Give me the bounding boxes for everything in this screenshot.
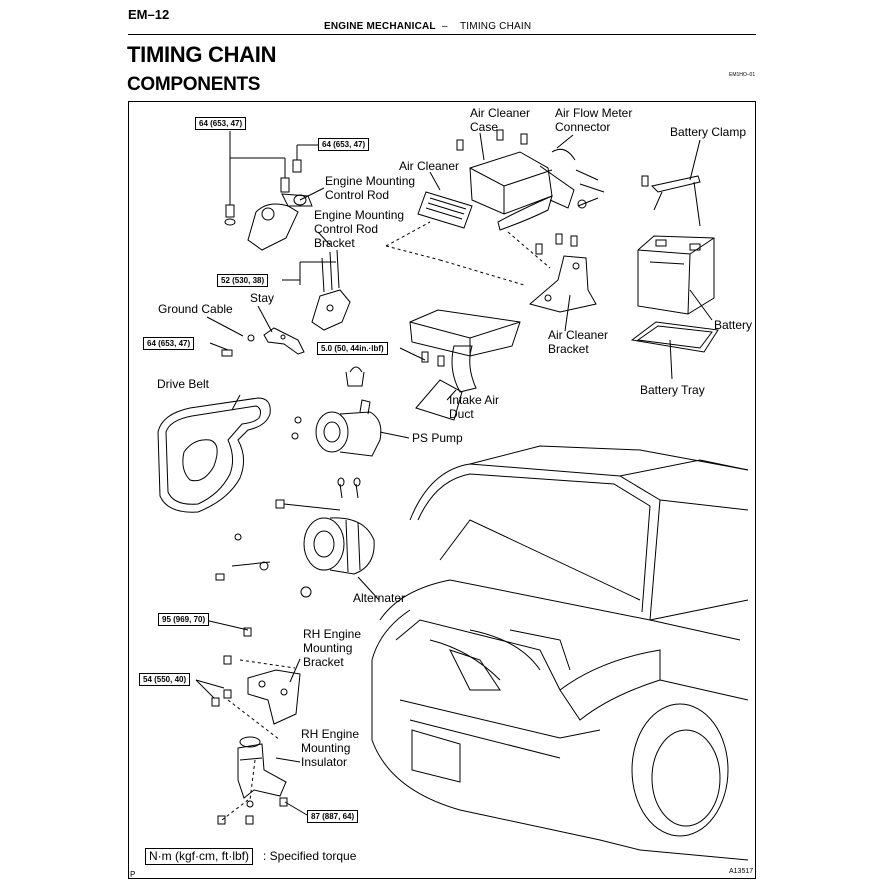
torque-spec: 95 (969, 70) — [158, 613, 210, 626]
torque-spec: 52 (530, 38) — [217, 274, 269, 287]
air-cleaner-drawing — [417, 191, 473, 229]
label-stay: Stay — [250, 291, 275, 305]
torque-spec: 64 (653, 47) — [195, 117, 247, 130]
label-rh-engine-mounting-insulator: RH Engine Mounting Insulator — [301, 727, 360, 769]
label-engine-mounting-control-rod: Engine Mounting Control Rod — [325, 174, 416, 202]
label-rh-engine-mounting-bracket: RH Engine Mounting Bracket — [303, 627, 362, 669]
label-engine-mounting-control-rod-bracket: Engine Mounting Control Rod Bracket — [314, 208, 405, 250]
reference-code: EM1HO–01 — [729, 72, 756, 78]
label-air-flow-meter-connector: Air Flow Meter Connector — [555, 106, 633, 134]
battery-tray-drawing — [630, 321, 719, 353]
rh-engine-mounting-insulator-drawing — [217, 736, 288, 825]
label-battery: Battery — [714, 318, 753, 332]
label-air-cleaner-case: Air Cleaner Case — [470, 106, 531, 134]
intake-air-duct-drawing — [409, 309, 521, 421]
figure-id: A13517 — [729, 868, 754, 875]
control-rod-bracket-drawing — [311, 249, 351, 331]
label-drive-belt: Drive Belt — [157, 377, 210, 391]
air-cleaner-case-drawing — [456, 129, 605, 231]
torque-spec: 64 (653, 47) — [318, 138, 370, 151]
torque-spec: 87 (887, 64) — [307, 810, 359, 823]
label-alternater: Alternater — [353, 591, 406, 605]
air-cleaner-bracket-drawing — [528, 233, 597, 313]
assembly-dashed-lines — [221, 221, 551, 821]
torque-spec: 54 (550, 40) — [139, 673, 191, 686]
drive-belt-drawing — [157, 397, 271, 513]
torque-spec: 5.0 (50, 44in.·lbf) — [317, 342, 388, 355]
legend-description: : Specified torque — [263, 849, 357, 863]
page-subtitle: COMPONENTS — [127, 74, 261, 95]
label-air-cleaner: Air Cleaner — [399, 159, 460, 173]
header-subsection: TIMING CHAIN — [460, 21, 532, 32]
torque-leaders — [195, 131, 426, 816]
page-title: TIMING CHAIN — [127, 42, 277, 67]
connector-drawing — [345, 366, 365, 387]
stay-drawing — [221, 327, 305, 357]
header-rule — [128, 34, 756, 35]
label-leaders — [206, 132, 713, 763]
battery-clamp-drawing — [641, 175, 701, 227]
label-ground-cable: Ground Cable — [158, 302, 233, 316]
label-ps-pump: PS Pump — [412, 431, 463, 445]
label-air-cleaner-bracket: Air Cleaner Bracket — [548, 328, 609, 356]
battery-drawing — [637, 235, 715, 315]
label-intake-air-duct: Intake Air Duct — [449, 393, 500, 421]
alternator-drawing — [215, 477, 375, 598]
header-section: ENGINE MECHANICAL — [324, 21, 436, 32]
corner-mark: P — [130, 870, 136, 879]
rh-engine-mounting-bracket-drawing — [211, 627, 301, 725]
label-battery-clamp: Battery Clamp — [670, 125, 747, 139]
diagram-frame — [128, 101, 756, 879]
torque-spec: 64 (653, 47) — [143, 337, 195, 350]
header-separator: – — [442, 21, 448, 32]
label-battery-tray: Battery Tray — [640, 383, 705, 397]
page-number: EM–12 — [128, 7, 170, 22]
legend-torque-unit: N·m (kgf·cm, ft·lbf) — [145, 848, 253, 865]
vehicle-drawing — [371, 445, 749, 861]
engine-mounting-control-rod-drawing — [224, 159, 313, 251]
ps-pump-drawing — [291, 399, 382, 457]
